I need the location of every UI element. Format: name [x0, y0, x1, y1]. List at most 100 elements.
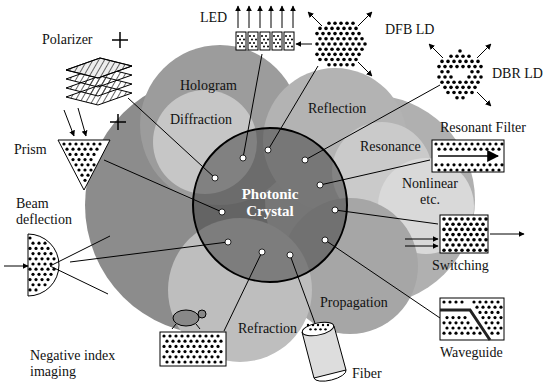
lattice-hole — [62, 142, 65, 145]
lattice-hole — [442, 321, 445, 324]
lattice-hole — [460, 332, 463, 335]
lattice-hole — [317, 324, 319, 326]
lattice-hole — [357, 32, 361, 36]
lattice-hole — [461, 148, 464, 151]
lattice-hole — [463, 326, 466, 329]
lattice-hole — [354, 27, 358, 31]
lattice-hole — [273, 35, 275, 37]
lattice-hole — [40, 247, 43, 250]
lattice-hole — [455, 54, 459, 58]
lattice-hole — [497, 168, 500, 171]
lattice-hole — [464, 60, 468, 64]
leader-line — [305, 85, 440, 160]
lattice-hole — [204, 345, 207, 348]
lattice-hole — [336, 27, 340, 31]
lattice-hole — [478, 300, 481, 303]
lattice-hole — [327, 42, 331, 46]
lattice-hole — [469, 222, 473, 226]
lattice-hole — [360, 47, 364, 51]
lattice-hole — [461, 96, 465, 100]
negative-index-icon-part — [172, 324, 176, 329]
lattice-hole — [448, 300, 451, 303]
leader-line — [320, 160, 430, 185]
lattice-hole — [434, 142, 437, 145]
lattice-hole — [493, 306, 496, 309]
lattice-hole — [345, 32, 349, 36]
lattice-hole — [275, 45, 277, 47]
lattice-hole — [275, 38, 277, 40]
lattice-hole — [449, 65, 453, 69]
leader-dot — [219, 209, 225, 215]
lattice-hole — [255, 38, 257, 40]
lattice-hole — [319, 328, 321, 330]
lattice-hole — [31, 283, 34, 286]
waveguide-icon — [440, 298, 504, 340]
lattice-hole — [446, 70, 450, 74]
lattice-hole — [342, 47, 346, 51]
lattice-hole — [253, 42, 255, 44]
lattice-hole — [443, 86, 447, 90]
lattice-hole — [487, 326, 490, 329]
lattice-hole — [457, 243, 461, 247]
lattice-hole — [216, 355, 219, 358]
lattice-hole — [451, 233, 455, 237]
lattice-hole — [95, 148, 98, 151]
lattice-hole — [219, 340, 222, 343]
lattice-hole — [183, 340, 186, 343]
lattice-hole — [192, 334, 195, 337]
lattice-hole — [333, 32, 337, 36]
lattice-hole — [466, 228, 470, 232]
leader-line — [243, 54, 262, 158]
lattice-hole — [464, 80, 468, 84]
lattice-hole — [177, 350, 180, 353]
led-icon-part — [249, 6, 250, 28]
lattice-hole — [448, 321, 451, 324]
lattice-hole — [478, 311, 481, 314]
lattice-hole — [277, 35, 279, 37]
lattice-hole — [449, 86, 453, 90]
prism-icon-part — [78, 108, 86, 136]
lattice-hole — [481, 243, 485, 247]
lattice-hole — [49, 273, 52, 276]
prism-icon-part — [58, 140, 110, 190]
lattice-hole — [52, 268, 55, 271]
lattice-hole — [476, 80, 480, 84]
lattice-hole — [460, 238, 464, 242]
lattice-hole — [34, 268, 37, 271]
leader-line — [290, 255, 316, 326]
lattice-hole — [86, 163, 89, 166]
resonant-filter-icon — [432, 140, 504, 172]
lattice-hole — [452, 80, 456, 84]
lattice-hole — [348, 47, 352, 51]
lattice-hole — [469, 233, 473, 237]
lattice-hole — [499, 326, 502, 329]
lattice-hole — [442, 332, 445, 335]
lattice-hole — [476, 70, 480, 74]
lattice-hole — [470, 70, 474, 74]
lattice-hole — [458, 163, 461, 166]
lattice-hole — [451, 243, 455, 247]
lattice-hole — [243, 45, 245, 47]
lattice-hole — [351, 21, 355, 25]
negative-index-icon — [160, 310, 226, 366]
lattice-hole — [437, 75, 441, 79]
lattice-hole — [28, 288, 31, 291]
lattice-hole — [473, 86, 477, 90]
lattice-hole — [454, 248, 458, 252]
lattice-hole — [249, 35, 251, 37]
lattice-hole — [481, 316, 484, 319]
lattice-hole — [28, 268, 31, 271]
lattice-hole — [454, 217, 458, 221]
lattice-hole — [499, 306, 502, 309]
lattice-hole — [484, 311, 487, 314]
lattice-hole — [494, 142, 497, 145]
effect-label: Photonic Crystal — [230, 186, 310, 221]
lattice-hole — [65, 148, 68, 151]
application-label: DBR LD — [492, 66, 550, 82]
lattice-hole — [449, 75, 453, 79]
lattice-hole — [440, 80, 444, 84]
circle-shape — [193, 128, 347, 282]
lattice-hole — [339, 42, 343, 46]
lattice-hole — [37, 252, 40, 255]
lattice-hole — [241, 42, 243, 44]
